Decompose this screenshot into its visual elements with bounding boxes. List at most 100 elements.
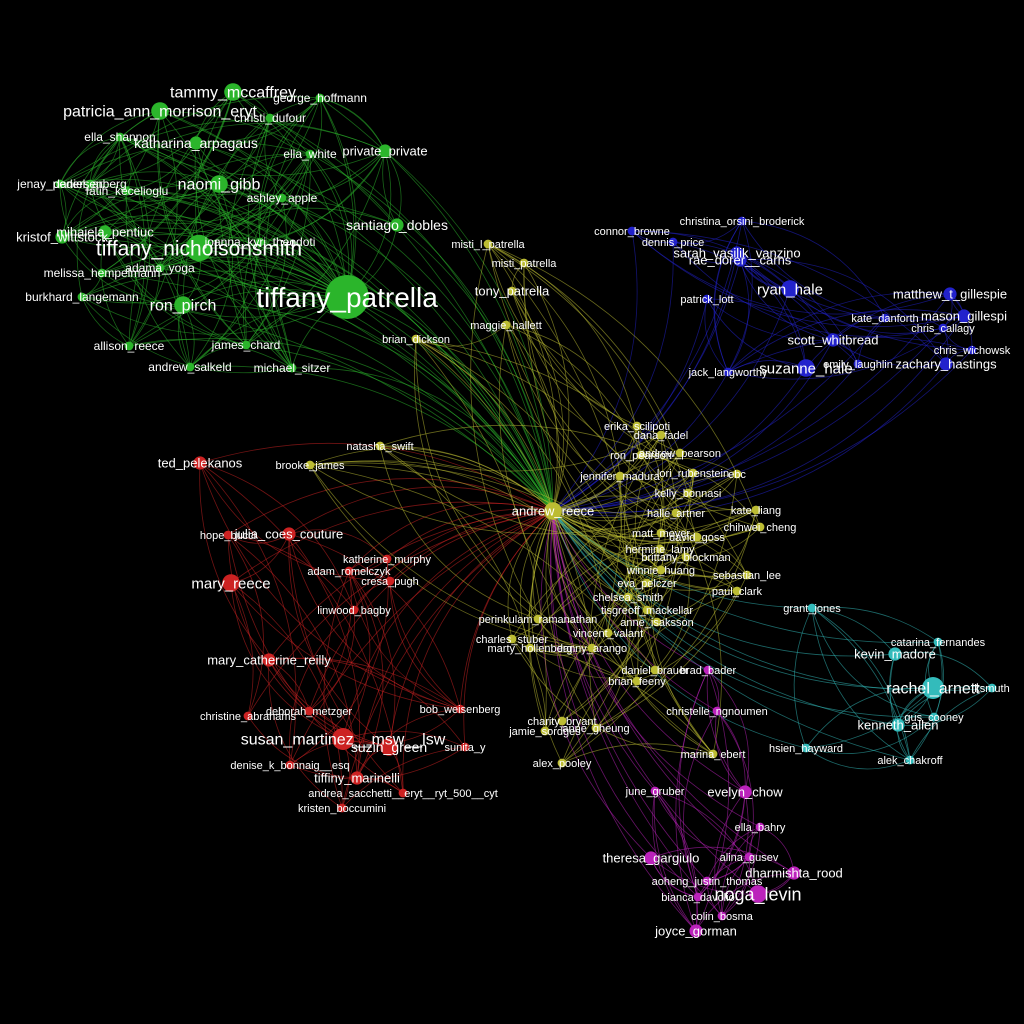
node-tony-patrella[interactable] <box>507 286 517 296</box>
node-hermine-lamy[interactable] <box>655 544 665 554</box>
node-brittany-blockman[interactable] <box>681 552 691 562</box>
node-dharmishta-rood[interactable] <box>787 866 801 880</box>
node-gus-cooney[interactable] <box>929 712 939 722</box>
node-brad-bader[interactable] <box>703 665 713 675</box>
node-kate-liang[interactable] <box>751 505 761 515</box>
node-santiago-dobles[interactable] <box>390 218 404 232</box>
node-kristen-boccumini[interactable] <box>337 803 347 813</box>
node-kenneth-allen[interactable] <box>891 718 905 732</box>
node-jenay-pedersen[interactable] <box>55 179 65 189</box>
node-kelly-bonnasi[interactable] <box>683 488 693 498</box>
node-ksmuth[interactable] <box>987 683 997 693</box>
node-michael-sitzer[interactable] <box>287 363 297 373</box>
node-andrew-salkeld[interactable] <box>185 362 195 372</box>
node-matthew-t-gillespie[interactable] <box>943 287 957 301</box>
node-joyce-gorman[interactable] <box>689 924 703 938</box>
node-chihwei-cheng[interactable] <box>755 522 765 532</box>
node-bob-weisenberg[interactable] <box>455 704 465 714</box>
node-andrew-reece[interactable] <box>544 502 562 520</box>
node-anne-isaksson[interactable] <box>652 617 662 627</box>
node-cresa-pugh[interactable] <box>385 576 395 586</box>
node-denise-k-bonnaig[interactable] <box>285 760 295 770</box>
node-rachel-arnett[interactable] <box>922 677 944 699</box>
node-danny-arango[interactable] <box>587 643 597 653</box>
node-paul-clark[interactable] <box>732 586 742 596</box>
node-rae-dorer-carns[interactable] <box>733 253 747 267</box>
node-suzanne-hale[interactable] <box>797 359 815 377</box>
node-sebastian-lee[interactable] <box>742 570 752 580</box>
node-perinkulam[interactable] <box>533 614 543 624</box>
node-vincent-valant[interactable] <box>603 628 613 638</box>
node-jennifer-maduto[interactable] <box>615 471 625 481</box>
node-connor-browne[interactable] <box>627 226 637 236</box>
node-scott-whitbread[interactable] <box>826 333 840 347</box>
node-aoheng-justin-thomas[interactable] <box>702 876 712 886</box>
node-chris-wichowski[interactable] <box>967 345 977 355</box>
node-evelyn-chow[interactable] <box>738 785 752 799</box>
node-winnie-huang[interactable] <box>656 565 666 575</box>
node-christi-dufour[interactable] <box>265 113 275 123</box>
node-erika-scilipoti[interactable] <box>632 421 642 431</box>
node-kristof-wittstock[interactable] <box>55 230 69 244</box>
node-chris-callagy[interactable] <box>938 323 948 333</box>
node-alek-chakroff[interactable] <box>905 755 915 765</box>
node-tiffany-nicholsonsmith[interactable] <box>185 234 213 262</box>
node-noga-levin[interactable] <box>749 885 767 903</box>
node-colin-bosma[interactable] <box>717 911 727 921</box>
node-misti-patrella[interactable] <box>519 258 529 268</box>
node-andrew-pearson[interactable] <box>675 448 685 458</box>
node-deborah-metzger[interactable] <box>304 706 314 716</box>
node-ella-shannon[interactable] <box>115 132 125 142</box>
node-anne-gheung[interactable] <box>591 723 601 733</box>
node-kate-danforth[interactable] <box>880 313 890 323</box>
node-emily-laughlin[interactable] <box>853 359 863 369</box>
node-marty-hollenberg[interactable] <box>525 643 535 653</box>
node-grant-jones[interactable] <box>807 603 817 613</box>
node-zachary-hastings[interactable] <box>939 357 953 371</box>
node-ryan-hale[interactable] <box>781 280 799 298</box>
node-tiffiny-marinelli[interactable] <box>350 771 364 785</box>
node-suzin-green[interactable] <box>380 738 398 756</box>
node-tisgreoff-mackellar[interactable] <box>642 605 652 615</box>
node-mason-gillespie[interactable] <box>957 309 971 323</box>
node-dana-fadel[interactable] <box>656 430 666 440</box>
node-joanna-kyri-theodoti[interactable] <box>255 237 265 247</box>
node-brian-feeny[interactable] <box>632 676 642 686</box>
node-david-goss[interactable] <box>692 532 702 542</box>
node-alex-pooley[interactable] <box>557 758 567 768</box>
node-linwood-bagby[interactable] <box>349 605 359 615</box>
node-allison-reece[interactable] <box>124 341 134 351</box>
node-ron-pirch[interactable] <box>174 296 192 314</box>
node-christina-orsini-broderick[interactable] <box>737 216 747 226</box>
node-susan-martinez[interactable] <box>332 728 354 750</box>
node-natasha-swift[interactable] <box>375 441 385 451</box>
node-lori-rubenstein[interactable] <box>688 468 698 478</box>
node-charity-bryant[interactable] <box>557 716 567 726</box>
node-jack-langworthy[interactable] <box>723 367 733 377</box>
node-katharina-arpagaus[interactable] <box>189 136 203 150</box>
node-ashley-apple[interactable] <box>277 193 287 203</box>
node-adama-yoga[interactable] <box>155 263 165 273</box>
node-julia-coes-couture[interactable] <box>282 527 296 541</box>
node-marina-ebert[interactable] <box>708 749 718 759</box>
node-patricia-ann-morrison-eryt[interactable] <box>151 102 169 120</box>
node-ron-pearson[interactable] <box>636 450 646 460</box>
node-ebc[interactable] <box>732 469 742 479</box>
node-george-hoffmann[interactable] <box>315 93 325 103</box>
node-eva-pelczer[interactable] <box>642 578 652 588</box>
node-patrick-lott[interactable] <box>702 294 712 304</box>
node-ella-white[interactable] <box>305 149 315 159</box>
node-private-private[interactable] <box>378 144 392 158</box>
node-andrea-sacchetti[interactable] <box>398 788 408 798</box>
node-burkhard-langemann[interactable] <box>77 292 87 302</box>
node-halle-artner[interactable] <box>671 508 681 518</box>
node-jamie-sordges[interactable] <box>540 726 550 736</box>
node-dennis-price[interactable] <box>668 237 678 247</box>
node-bianca-davolio[interactable] <box>693 892 703 902</box>
node-matt-meyer[interactable] <box>656 528 666 538</box>
node-hsien-hayward[interactable] <box>801 743 811 753</box>
node-brooke-james[interactable] <box>305 460 315 470</box>
node-kevin-madore[interactable] <box>888 647 902 661</box>
node-christelle-ngnoumen[interactable] <box>712 706 722 716</box>
node-maggie-hallett[interactable] <box>501 320 511 330</box>
